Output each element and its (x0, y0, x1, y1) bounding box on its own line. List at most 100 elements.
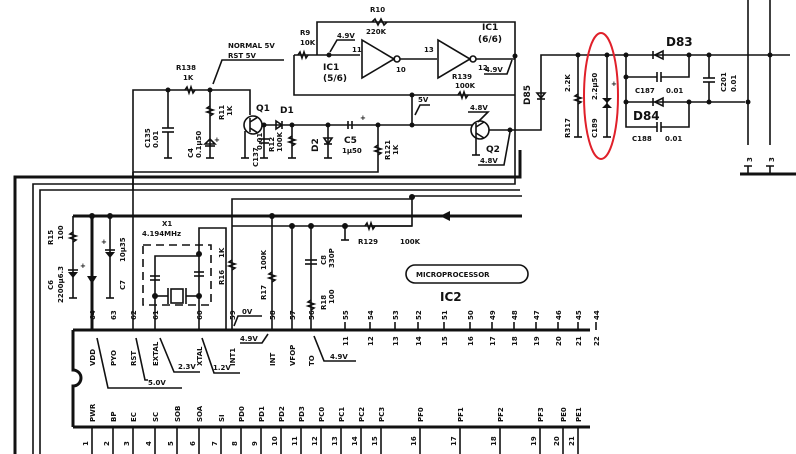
ic1b-sub: (6/6) (478, 35, 502, 45)
r317-label: R317 (564, 118, 572, 138)
pin-number: 49 (489, 310, 497, 320)
pin-sub-number: 20 (555, 336, 563, 346)
pin-sub-number: 17 (489, 336, 497, 346)
mid-bus: R129 100K R15 100 C6 2200μ6.3 + + C7 10μ… (47, 172, 522, 330)
q1-transistor (243, 115, 263, 135)
pin-number: 50 (467, 310, 475, 320)
pin-name: PC2 (358, 407, 366, 422)
ic1a-label: IC1 (323, 63, 339, 73)
pin-number: 15 (371, 436, 379, 446)
ic1b-label: IC1 (482, 23, 498, 33)
pin-number: 57 (289, 310, 297, 320)
c137-value: 0.01 (256, 133, 264, 150)
ic2-chip: 64VDD63PYO62RST61EXTAL60XTAL59INT158INT5… (71, 310, 601, 454)
pin-name: PD2 (278, 406, 286, 422)
r139-resistor (457, 89, 469, 101)
c188-wire (625, 102, 657, 128)
power-filter-block: D85 R317 2.2K + C189 2.2μ50 D83 C187 (512, 0, 796, 176)
pin-number: 19 (530, 436, 538, 446)
ic2-top-pin: 47 (533, 310, 541, 330)
r9-value: 10K (300, 39, 316, 47)
bus-line-1 (13, 150, 522, 454)
c201-label: C201 (720, 72, 728, 92)
r18-resistor (305, 299, 317, 311)
d2-label: D2 (311, 138, 321, 152)
c5-plus: + (360, 114, 366, 122)
pin-number: 51 (441, 310, 449, 320)
ic2-bottom-pin: SC4 (145, 412, 160, 454)
r11-label: R11 (218, 105, 226, 120)
pin-name: VFOP (289, 345, 297, 366)
v-ic1-in: 4.9V (337, 32, 355, 40)
extal-voltage: 2.3V (178, 363, 196, 371)
pin-number: 3 (123, 441, 131, 446)
v-ic1-out-arrow (484, 59, 513, 75)
pin-number: 13 (331, 436, 339, 446)
d85-label: D85 (523, 85, 533, 105)
pin-number: 59 (229, 310, 237, 320)
pin-sub-number: 15 (441, 336, 449, 346)
reset-circuit-block: R138 1K NORMAL 5V RST 5V C135 0.01 R11 1… (132, 42, 516, 190)
microprocessor-label-group: MICROPROCESSOR IC2 (405, 264, 529, 304)
c188-label: C188 (632, 135, 652, 143)
pin-number: 4 (145, 441, 153, 446)
ic2-left-edge-notch (71, 330, 83, 427)
q2-label: Q2 (486, 145, 500, 155)
r9-resistor (297, 49, 309, 61)
c7-label: C7 (119, 280, 127, 290)
r10-wire (316, 21, 516, 55)
pin-number: 47 (533, 310, 541, 320)
ic2-top-pin: 45 (575, 310, 583, 330)
junction (409, 194, 415, 200)
ic2-bottom-pin: EC 3 (123, 412, 138, 454)
pin-number: 2 (103, 441, 111, 446)
pin-name: EC (130, 412, 138, 422)
pin-number: 21 (568, 436, 576, 446)
xtal-voltage: 1.2V (213, 364, 231, 372)
r9-loop-wire (293, 55, 417, 96)
ic2-top-pin: 50 (467, 310, 475, 330)
pin-number: 44 (593, 310, 601, 320)
c7-value: 10μ35 (119, 237, 127, 262)
ic1a-sub: (5/6) (323, 74, 347, 84)
d84-label: D84 (633, 109, 660, 123)
pin-name: PD1 (258, 406, 266, 422)
c7-plus: + (101, 238, 107, 246)
pin-number: 1 (82, 441, 90, 446)
pin-name: SI (218, 414, 226, 422)
d1-label: D1 (280, 106, 294, 116)
extal-wire (154, 255, 199, 330)
pin-name: RST (130, 351, 138, 366)
c189-polarized-cap (602, 103, 612, 108)
junction (326, 52, 332, 58)
ic2-bottom-pin: BP2 (103, 412, 118, 454)
r317-value: 2.2K (564, 74, 572, 92)
v-5v-arrow (414, 104, 430, 116)
pin-name: PYO (110, 350, 118, 366)
c6-value: 2200μ6.3 (57, 266, 65, 303)
ic2-top-pin: 49 (489, 310, 497, 330)
pin-number: 58 (269, 310, 277, 320)
r121-resistor (372, 144, 384, 156)
pin-number: 16 (410, 436, 418, 446)
r9-label: R9 (300, 29, 310, 37)
r15-label: R15 (47, 230, 55, 245)
pin-number: 45 (575, 310, 583, 320)
pin-number: 18 (490, 436, 498, 446)
r12-label: R12 (268, 137, 276, 152)
r139-value: 100K (455, 82, 476, 90)
pin-number: 54 (367, 310, 375, 320)
r15-resistor (67, 231, 79, 243)
